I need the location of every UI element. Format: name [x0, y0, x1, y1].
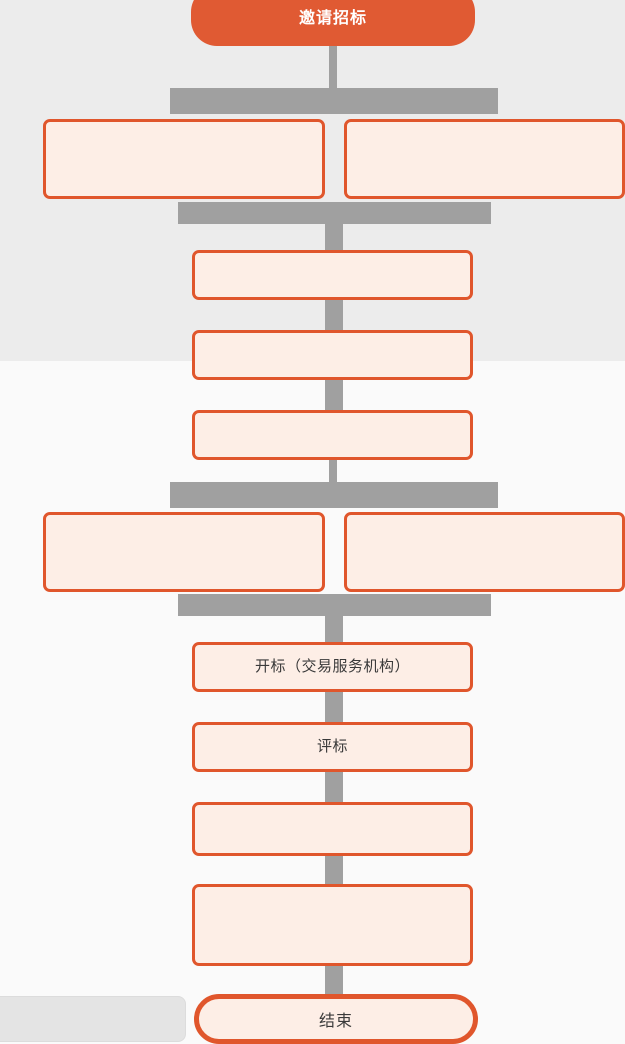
node-row2-right[interactable]: [344, 512, 625, 592]
node-end-label: 结束: [318, 1011, 353, 1030]
connector-evaluation-to-step4: [325, 770, 343, 802]
node-start-label: 邀请招标: [298, 8, 367, 27]
node-side-gray-box[interactable]: [0, 996, 186, 1042]
connector-merge1-stub: [325, 222, 343, 250]
node-bid-opening[interactable]: 开标（交易服务机构）: [192, 642, 473, 692]
connector-step2-to-step3: [325, 378, 343, 410]
connector-merge-bar-2: [178, 594, 491, 616]
connector-start-to-split1: [329, 46, 337, 91]
node-step-3[interactable]: [192, 410, 473, 460]
connector-merge2-stub: [325, 614, 343, 642]
node-bid-evaluation-label: 评标: [316, 737, 348, 756]
connector-step4-to-step5: [325, 852, 343, 884]
node-step-2[interactable]: [192, 330, 473, 380]
connector-step3-to-split2: [329, 458, 337, 486]
connector-opening-to-evaluation: [325, 690, 343, 722]
node-end[interactable]: 结束: [194, 994, 478, 1044]
node-bid-evaluation[interactable]: 评标: [192, 722, 473, 772]
node-row2-left[interactable]: [43, 512, 325, 592]
connector-step5-to-end: [325, 966, 343, 998]
node-step-1[interactable]: [192, 250, 473, 300]
connector-split-bar-2: [170, 482, 498, 508]
node-step-5[interactable]: [192, 884, 473, 966]
node-start-invite-tender[interactable]: 邀请招标: [191, 0, 475, 46]
node-row1-right[interactable]: [344, 119, 625, 199]
connector-split-bar-1: [170, 88, 498, 114]
connector-merge-bar-1: [178, 202, 491, 224]
connector-step1-to-step2: [325, 298, 343, 330]
node-bid-opening-label: 开标（交易服务机构）: [254, 657, 410, 676]
node-step-4[interactable]: [192, 802, 473, 856]
node-row1-left[interactable]: [43, 119, 325, 199]
